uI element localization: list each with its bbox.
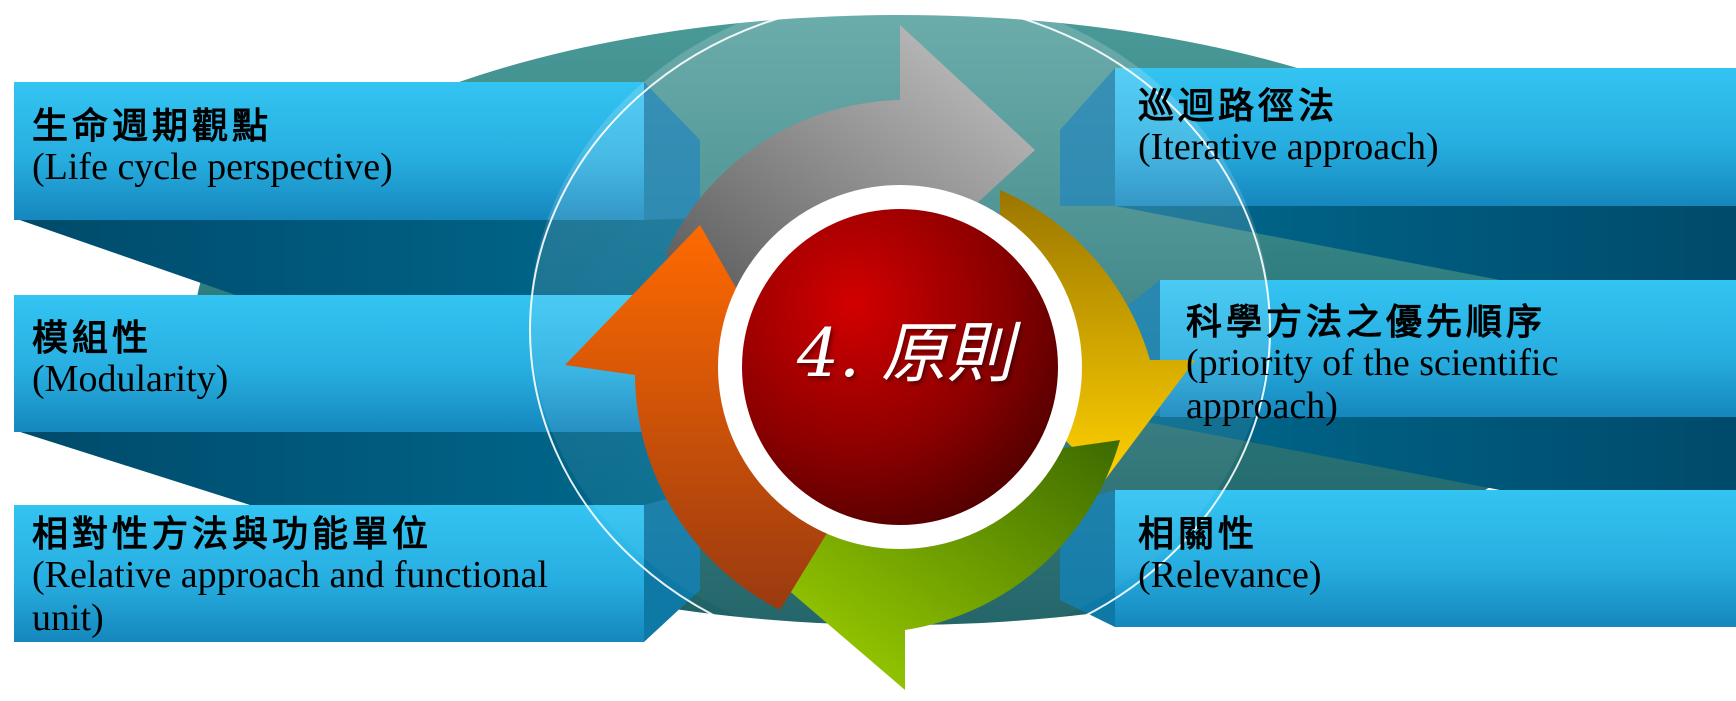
item-modularity-en: (Modularity) — [32, 358, 229, 401]
item-priority: 科學方法之優先順序 (priority of the scientific ap… — [1186, 302, 1606, 427]
item-iterative-zh: 巡迴路徑法 — [1138, 85, 1339, 127]
item-modularity-zh: 模組性 — [32, 317, 153, 359]
item-relevance-zh: 相關性 — [1138, 513, 1259, 555]
item-relative-approach: 相對性方法與功能單位 (Relative approach and functi… — [32, 514, 602, 639]
item-iterative-en: (Iterative approach) — [1138, 126, 1439, 169]
arrow-orange — [565, 225, 835, 610]
item-priority-en: (priority of the scientific approach) — [1186, 342, 1559, 427]
item-relative-approach-en: (Relative approach and functional unit) — [32, 554, 548, 639]
item-relative-approach-zh: 相對性方法與功能單位 — [32, 513, 433, 555]
banner-life-cycle — [14, 82, 700, 300]
item-modularity: 模組性 (Modularity) — [32, 318, 632, 401]
item-life-cycle-zh: 生命週期觀點 — [32, 105, 273, 147]
center-circle — [742, 209, 1058, 525]
item-life-cycle-en: (Life cycle perspective) — [32, 146, 393, 189]
item-relevance-en: (Relevance) — [1138, 554, 1322, 597]
center-title: 4. 原則 — [797, 315, 1013, 392]
item-priority-zh: 科學方法之優先順序 — [1186, 301, 1547, 343]
arrow-green — [765, 440, 1120, 690]
arrow-gray — [665, 25, 1035, 290]
item-life-cycle: 生命週期觀點 (Life cycle perspective) — [32, 106, 632, 189]
item-relevance: 相關性 (Relevance) — [1138, 514, 1698, 597]
item-iterative: 巡迴路徑法 (Iterative approach) — [1138, 86, 1698, 169]
